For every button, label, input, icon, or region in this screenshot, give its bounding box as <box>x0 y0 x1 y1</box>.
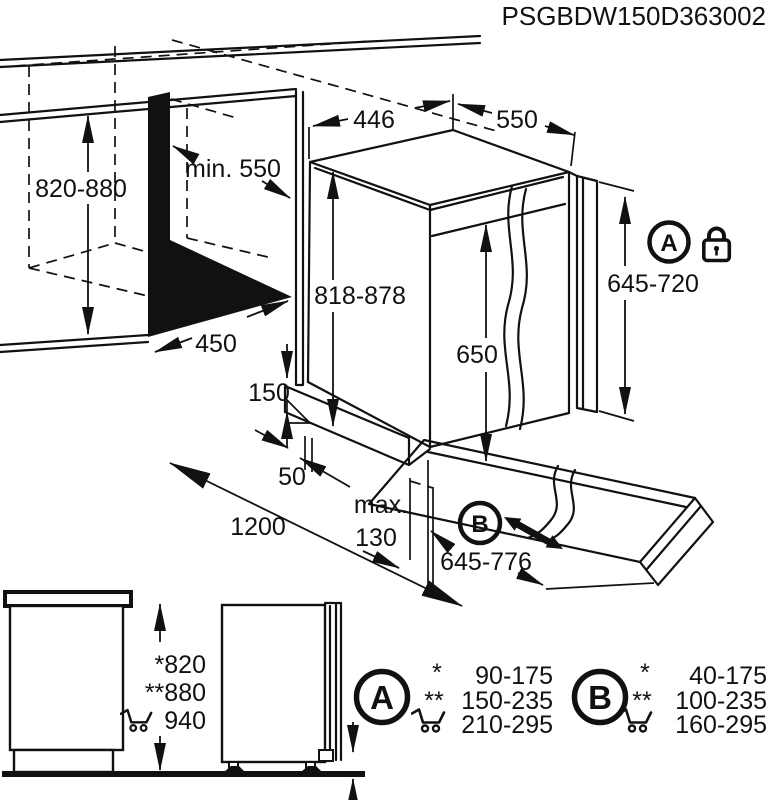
height-star: *820 <box>155 651 206 679</box>
double-arrow-icon <box>504 517 563 549</box>
badge-b-main: B <box>457 500 503 546</box>
legend-b: B * 40-175 ** 100-235 160-295 <box>571 659 767 739</box>
drawing-title: PSGBDW150D363002 <box>502 1 766 31</box>
svg-text:B: B <box>471 511 488 538</box>
marker-star: * <box>640 659 650 687</box>
legend-b-value-3: 160-295 <box>675 711 767 739</box>
furniture-door-panel <box>567 170 599 414</box>
dim-niche-height: 820-880 <box>35 175 127 203</box>
svg-text:A: A <box>660 230 677 257</box>
dim-niche-width: 450 <box>195 330 237 358</box>
open-door <box>367 438 715 587</box>
dim-recess-value: 130 <box>355 524 397 552</box>
dim-recess-max: max. <box>354 491 408 519</box>
dim-door-height: 650 <box>456 341 498 369</box>
dim-appliance-depth: 550 <box>496 106 538 134</box>
legend-a-badge: A <box>370 679 394 716</box>
niche-opening <box>148 92 292 337</box>
plinth-recess-lines <box>409 478 434 592</box>
legend-a-value-2: 150-235 <box>461 687 553 715</box>
marker-star: * <box>432 659 442 687</box>
dimension-arrows <box>82 100 631 607</box>
marker-double-star: ** <box>424 687 444 715</box>
dim-panel-height: 645-720 <box>607 270 699 298</box>
badge-a-main: A <box>647 220 691 264</box>
legend-a-value-3: 210-295 <box>461 711 553 739</box>
dishwasher-side-view <box>220 601 359 800</box>
dim-appliance-width: 446 <box>353 106 395 134</box>
height-double-star: **880 <box>145 679 206 707</box>
dim-open-door-depth: 645-776 <box>440 548 532 576</box>
dim-front-clearance: 1200 <box>230 513 286 541</box>
height-cart: 940 <box>164 707 206 735</box>
dim-plinth-height: 150 <box>248 379 290 407</box>
dim-side-clearance: 50 <box>278 463 306 491</box>
legend-b-value-1: 40-175 <box>689 662 767 690</box>
legend-a: A * 90-175 ** 150-235 210-295 <box>353 659 553 739</box>
padlock-icon <box>702 226 732 263</box>
dim-appliance-height: 818-878 <box>314 282 406 310</box>
legend-a-value-1: 90-175 <box>475 662 553 690</box>
legend-b-value-2: 100-235 <box>675 687 767 715</box>
kitchen-cabinet-outline <box>0 34 501 354</box>
dim-niche-depth: min. 550 <box>185 155 281 183</box>
cabinet-side-view <box>3 590 133 774</box>
marker-double-star: ** <box>632 687 652 715</box>
cart-icon <box>120 708 153 733</box>
legend-b-badge: B <box>588 679 612 716</box>
